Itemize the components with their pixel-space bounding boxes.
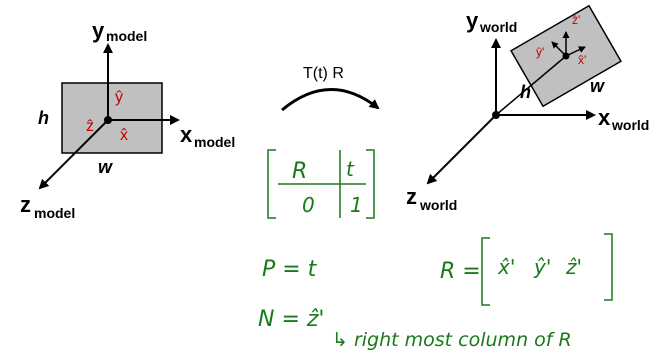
world-unit-z: ẑ'	[572, 13, 580, 27]
model-unit-z: ẑ	[86, 118, 94, 135]
world-x-label: x	[598, 105, 611, 130]
note-r-equation: R =	[440, 259, 481, 284]
note-comment: ↳ right most column of R	[332, 329, 572, 351]
model-origin	[104, 116, 112, 124]
transform: T(t) R R t 0 1	[267, 65, 380, 219]
model-unit-y: ŷ	[115, 89, 123, 106]
model-y-sub: model	[106, 28, 147, 44]
world-z-label: z	[406, 184, 417, 209]
note-r-bracket-right	[604, 233, 613, 301]
matrix-r: R	[292, 159, 307, 184]
model-z-sub: model	[34, 205, 75, 221]
model-y-label: y	[92, 18, 105, 43]
note-r-bracket-left	[481, 237, 490, 306]
world-unit-x: x̂'	[578, 53, 586, 67]
model-x-label: x	[180, 122, 193, 147]
world-unit-x-arrow	[565, 46, 586, 57]
note-n-equation: N = ẑ'	[258, 307, 324, 332]
world-z-axis	[426, 114, 497, 185]
model-unit-x: x̂	[120, 127, 128, 144]
note-r-col-x: x̂'	[497, 255, 515, 279]
transform-arrow	[281, 88, 380, 112]
note-r-col-y: ŷ'	[533, 255, 551, 279]
note-r-col-z: ẑ'	[565, 255, 582, 279]
notes: P = t N = ẑ' ↳ right most column of R R …	[258, 233, 613, 351]
model-space: y model x model z model h w ŷ x̂ ẑ	[20, 18, 235, 221]
model-width-label: w	[98, 157, 113, 177]
world-width-label: w	[590, 76, 605, 96]
model-plane	[61, 82, 163, 154]
matrix-one: 1	[350, 193, 363, 217]
world-unit-y: ŷ'	[536, 45, 544, 59]
world-height-label: h	[520, 82, 531, 102]
world-plane-attach	[495, 55, 567, 116]
note-p-equation: P = t	[262, 257, 318, 282]
model-z-label: z	[20, 192, 31, 217]
world-y-label: y	[466, 8, 479, 33]
homogeneous-matrix	[267, 149, 375, 219]
matrix-t: t	[346, 157, 355, 181]
world-x-sub: world	[611, 117, 649, 133]
transform-label: T(t) R	[303, 65, 344, 82]
world-plane-center	[562, 52, 570, 60]
matrix-zero: 0	[302, 193, 315, 217]
model-height-label: h	[38, 108, 49, 128]
model-x-sub: model	[194, 134, 235, 150]
model-z-axis	[38, 119, 109, 190]
world-space: y world x world z world h w ẑ' ŷ' x̂'	[406, 4, 649, 213]
world-y-sub: world	[479, 19, 517, 35]
world-z-sub: world	[419, 197, 457, 213]
